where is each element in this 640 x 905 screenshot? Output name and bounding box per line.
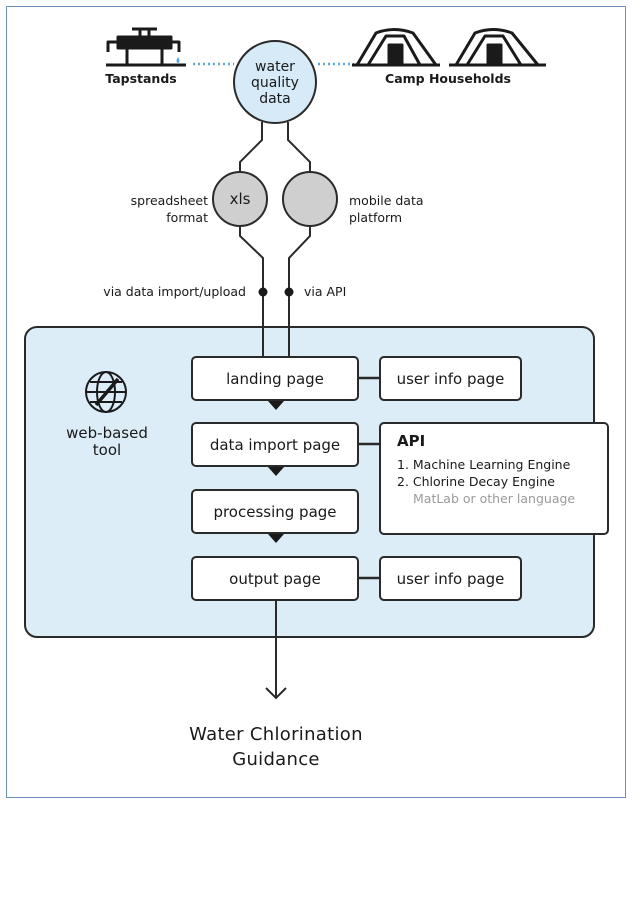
figure-frame	[6, 6, 626, 798]
tapstand-icon	[106, 27, 186, 67]
connector-to-mobile	[287, 122, 311, 172]
arrow-processing-output	[268, 534, 284, 543]
xls-label: xls	[229, 190, 251, 208]
web-tool-label: web-based tool	[66, 424, 148, 459]
water-quality-node	[233, 40, 317, 124]
import-label: via data import/upload	[103, 284, 246, 299]
api-box: API 1. Machine Learning Engine 2. Chlori…	[379, 422, 609, 535]
tapstands-label: Tapstands	[105, 71, 177, 86]
household-icon	[352, 28, 440, 67]
data-import-page-box: data import page	[191, 422, 359, 467]
user-info-page-box: user info page	[379, 356, 522, 401]
result-label: Water Chlorination Guidance	[189, 724, 363, 770]
import-connector	[239, 226, 264, 357]
arrow-landing-import	[268, 401, 284, 410]
api-title: API	[397, 432, 426, 450]
connector-to-xls	[239, 122, 263, 172]
import-dot	[258, 287, 268, 297]
households-label: Camp Households	[385, 71, 511, 86]
mobile-platform-label: mobile data platform	[349, 193, 424, 225]
landing-page-box: landing page	[191, 356, 359, 401]
spreadsheet-format-label: spreadsheet format	[130, 193, 208, 225]
api-dot	[284, 287, 294, 297]
water-quality-label: water quality data	[251, 59, 299, 107]
arrow-import-processing	[268, 467, 284, 476]
api-connector-label: via API	[304, 284, 347, 299]
water-drop-icon	[176, 57, 180, 63]
globe-tool-icon	[85, 371, 127, 413]
api-item-chlorine: 2. Chlorine Decay Engine	[397, 474, 555, 489]
api-item-ml: 1. Machine Learning Engine	[397, 457, 571, 472]
household-icon-2	[449, 28, 546, 67]
processing-page-box: processing page	[191, 489, 359, 534]
output-arrow-head	[265, 687, 287, 700]
api-item-note: MatLab or other language	[413, 491, 576, 506]
output-page-box: output page	[191, 556, 359, 601]
user-info-page-box-2: user info page	[379, 556, 522, 601]
api-connector	[288, 226, 311, 357]
mobile-node	[282, 171, 338, 227]
